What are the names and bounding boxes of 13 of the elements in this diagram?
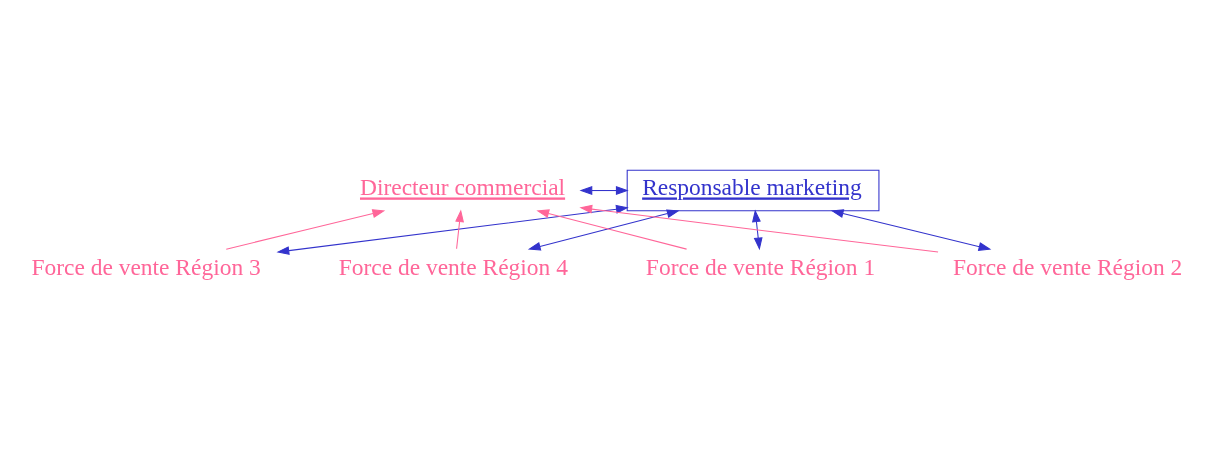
arrow bbox=[455, 208, 464, 249]
arrow bbox=[579, 204, 939, 253]
node-text: Force de vente Région 2 bbox=[953, 253, 1183, 280]
node-text: Force de vente Région 1 bbox=[645, 253, 876, 280]
arrow bbox=[225, 208, 386, 250]
arrow bbox=[579, 185, 629, 195]
arrow bbox=[276, 204, 629, 255]
arrow bbox=[752, 208, 763, 250]
node-text: Directeur commercial bbox=[360, 173, 566, 200]
node-text: Force de vente Région 4 bbox=[338, 253, 568, 280]
node-box: Responsable marketing bbox=[626, 169, 880, 211]
arrow bbox=[830, 208, 992, 251]
node-text: Force de vente Région 3 bbox=[31, 253, 261, 280]
